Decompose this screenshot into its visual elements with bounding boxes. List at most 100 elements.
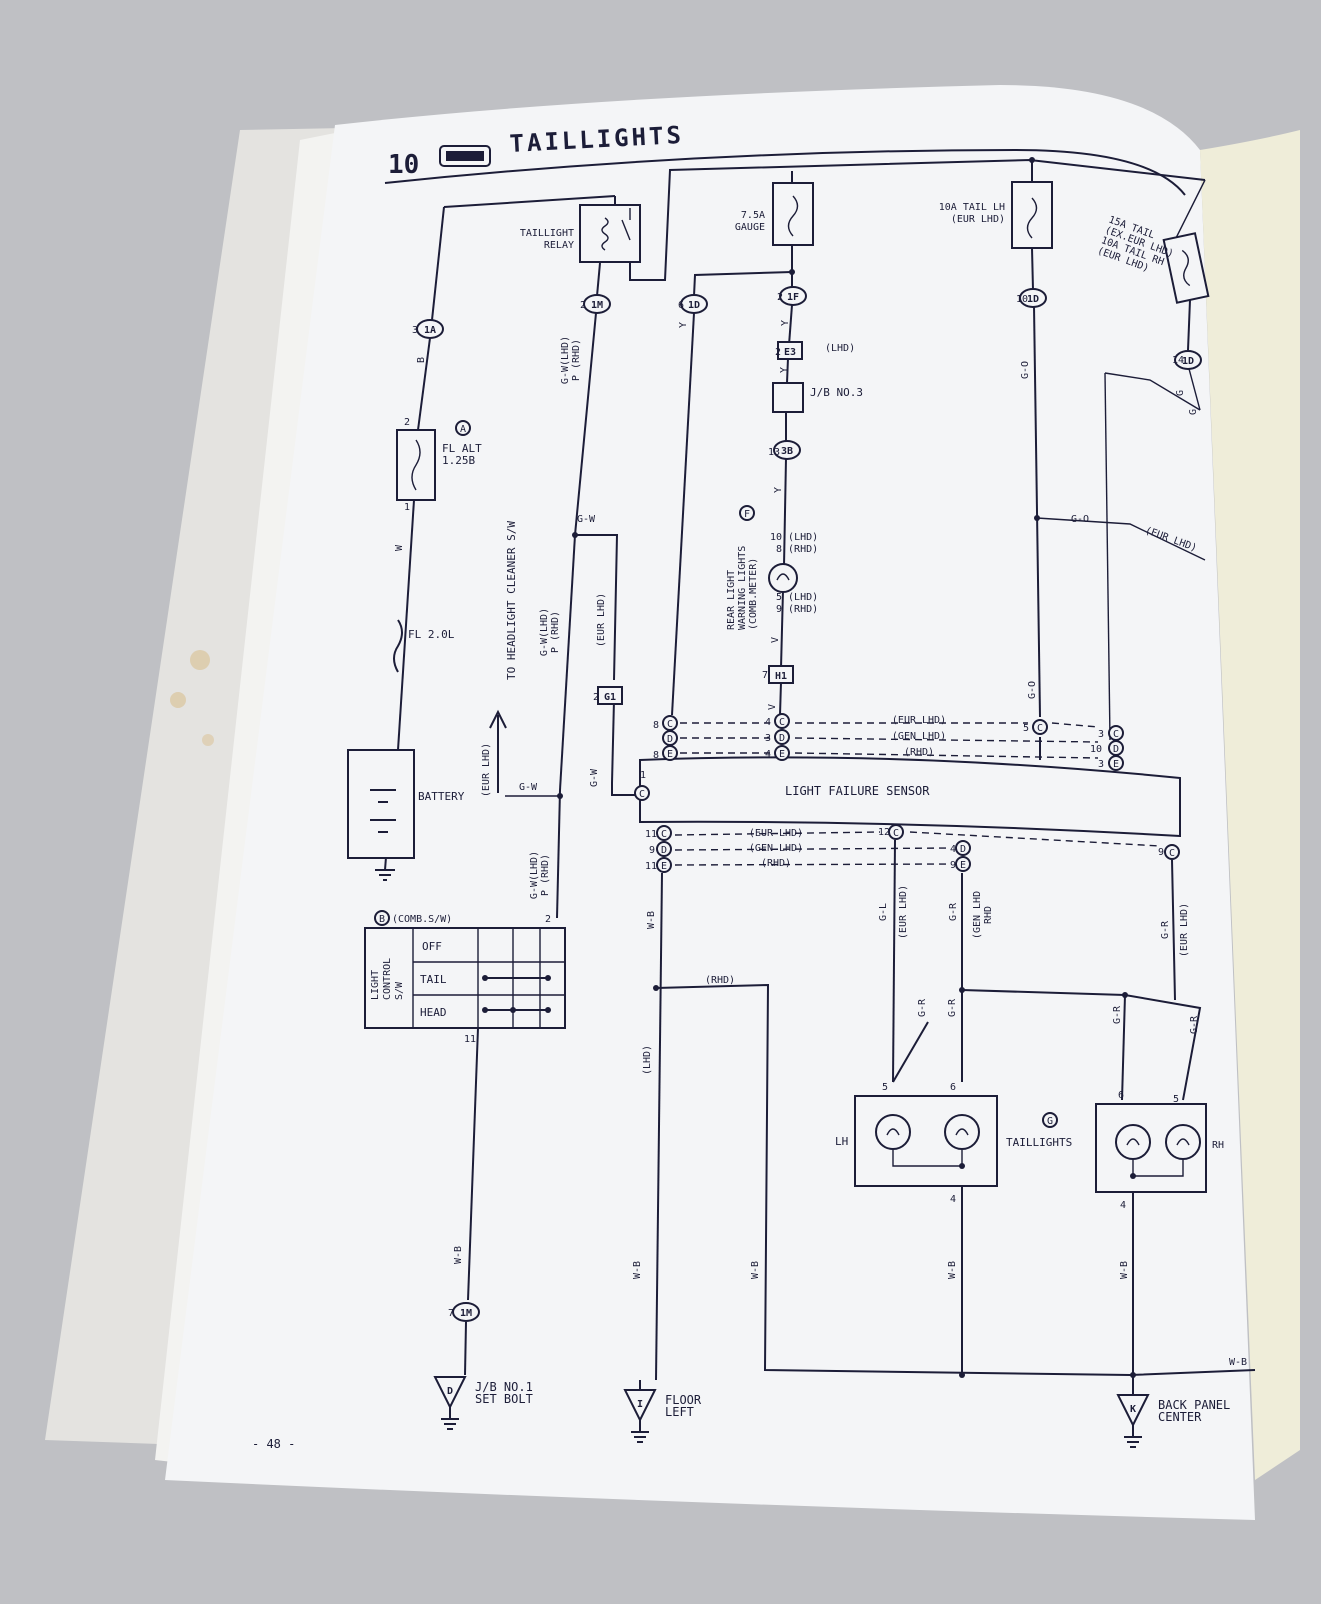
wire-label: G-W(LHD)P (RHD) (539, 608, 561, 656)
code-letter: A (460, 424, 466, 435)
connector-sensor-e: E (774, 745, 790, 761)
wire-label: G-R (1160, 920, 1171, 939)
connector-code: H1 (775, 671, 787, 682)
wire-label: Y (773, 487, 784, 493)
lcs-text: LIGHTCONTROLS/W (370, 958, 405, 1000)
section-number: 10 (388, 150, 419, 180)
lamp-lh-label: LH (835, 1135, 848, 1148)
headlight-cleaner-label: TO HEADLIGHT CLEANER S/W (505, 521, 518, 680)
ground-code: K (1130, 1404, 1136, 1415)
jb3-label: J/B NO.3 (810, 386, 863, 399)
wire-label: W-B (453, 1246, 464, 1264)
wire-label: G-W(LHD)P (RHD) (529, 851, 551, 899)
stain (190, 650, 210, 670)
pin-p3: 3 (412, 325, 418, 336)
pin-p4_rh: 4 (1120, 1200, 1126, 1211)
connector-c1d_right: 1D (1174, 350, 1202, 370)
wire-label: (EUR LHD) (596, 593, 607, 647)
wire-label: W-B (632, 1261, 643, 1279)
wire-label: G-R (1112, 1005, 1123, 1024)
connector-sensor-c: C (634, 785, 650, 801)
connector-code: 1D (1027, 294, 1039, 305)
pin-p4_lh: 4 (950, 1194, 956, 1205)
connector-code: 1D (688, 300, 700, 311)
connector-sensor-e: E (662, 745, 678, 761)
connector-h1: H1 (768, 665, 794, 684)
pin-p5_lh: 5 (882, 1082, 888, 1093)
wire-label: Y (678, 322, 689, 328)
taillights-label: TAILLIGHTS (1006, 1136, 1072, 1149)
wire-label: G-R (947, 998, 958, 1017)
page-number: - 48 - (252, 1437, 295, 1451)
wire-label: W-B (1119, 1261, 1130, 1279)
connector-code: 1A (424, 325, 436, 336)
connector-code: C (661, 829, 667, 840)
connector-sensor-e: E (656, 857, 672, 873)
wire-label: (GEN LHD) (892, 731, 946, 742)
code-letter: B (379, 914, 385, 925)
ground-code: I (637, 1399, 643, 1410)
connector-c1f: 1F (779, 286, 807, 306)
connector-code: E (960, 860, 966, 871)
wire-label: W (394, 544, 405, 551)
connector-code: C (639, 789, 645, 800)
harness-dashes (674, 722, 1161, 866)
wire-label: G-O (1020, 361, 1031, 379)
connector-code: 1M (460, 1308, 472, 1319)
wire-label: (GEN LHD) (749, 843, 803, 854)
pin-p9_meter: 9 (RHD) (776, 604, 818, 615)
connector-code: 1F (787, 292, 799, 303)
lamp-rh-label: RH (1212, 1140, 1224, 1151)
connector-code: G1 (604, 692, 616, 703)
ground-code: D (447, 1386, 453, 1397)
wire-label: B (416, 357, 427, 363)
fusible-link (393, 619, 403, 673)
light-failure-sensor (639, 756, 1181, 838)
wire-label: (LHD) (642, 1045, 653, 1075)
connector-code: C (779, 717, 785, 728)
rear-light-warning-label: REAR LIGHTWARNING LIGHTS(COMB.METER) (726, 546, 759, 630)
pin-p8_meter: 8 (RHD) (776, 544, 818, 555)
pin-p1_c: 1 (640, 770, 646, 781)
pin-p4_d: 4 (950, 844, 956, 855)
connector-sensor-c: C (656, 825, 672, 841)
pin-p13: 13 (768, 447, 780, 458)
component-code-f: F (739, 505, 755, 521)
light-control-switch-label: LIGHTCONTROLS/W (370, 958, 405, 1000)
connector-c1d_tail: 1D (1019, 288, 1047, 308)
warning-lights-text: REAR LIGHTWARNING LIGHTS(COMB.METER) (726, 546, 759, 630)
pin-p3_d: 3 (765, 733, 771, 744)
connector-code: D (960, 844, 966, 855)
tail-lh-text: 10A TAIL LH(EUR LHD) (939, 202, 1005, 225)
wire-label: (GEN LHDRHD (972, 891, 994, 939)
warning-lamp-bulb (768, 563, 798, 593)
connector-code: E (661, 861, 667, 872)
connector-code: D (661, 845, 667, 856)
pin-p2_e3: 2 (775, 347, 781, 358)
pin-p14: 14 (1172, 355, 1184, 366)
wire-label: G-O (1071, 514, 1089, 525)
jb3-block (772, 382, 804, 413)
taillight-relay (579, 204, 641, 263)
connector-code: E (667, 749, 673, 760)
title-rule (384, 148, 1186, 196)
wire-label: V (767, 704, 778, 710)
pin-p2_relay: 2 (580, 300, 586, 311)
connector-code: 3B (781, 446, 793, 457)
wire-label: (EUR LHD) (1179, 903, 1190, 957)
wire-label: (EUR LHD) (898, 885, 909, 939)
pin-p7_h1: 7 (762, 670, 768, 681)
battery-label: BATTERY (418, 790, 465, 803)
pin-p2_sw: 2 (545, 914, 551, 925)
stain (202, 734, 214, 746)
pin-p7_1m: 7 (448, 1308, 454, 1319)
component-code-b: B (374, 910, 390, 926)
connector-code: C (893, 828, 899, 839)
connector-code: E (779, 749, 785, 760)
